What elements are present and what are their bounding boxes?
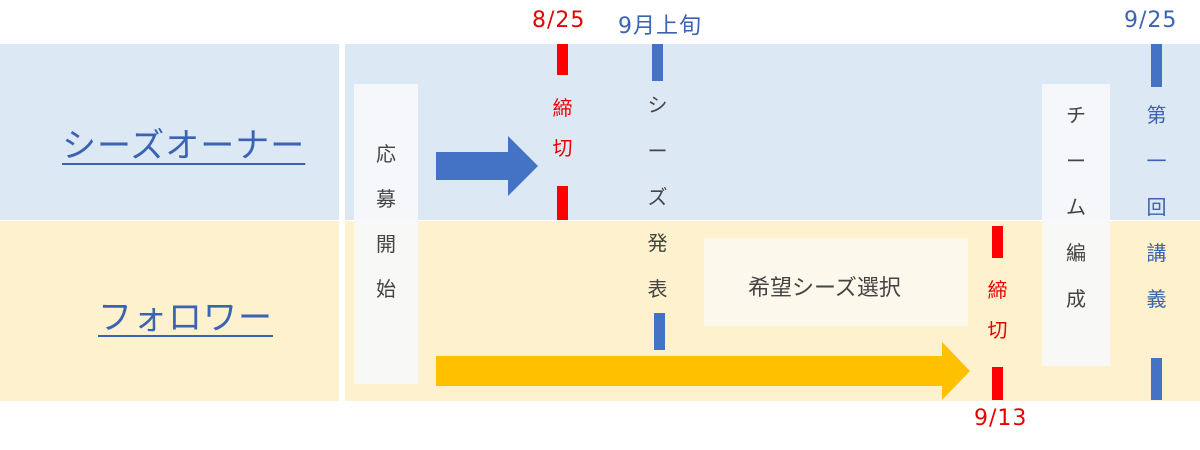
seeds-selection-label: 希望シーズ選択 [748, 276, 901, 301]
application-start-label: 応 募 開 始 [376, 142, 396, 301]
follower-deadline-bar-top [992, 226, 1003, 258]
seeds-announce-bar-top [652, 44, 663, 81]
owner-deadline-date: 8/25 [532, 8, 586, 33]
follower-label: フォロワー [98, 298, 273, 338]
follower-deadline-date: 9/13 [974, 406, 1028, 431]
seeds-owner-label: シーズオーナー [62, 126, 306, 166]
seeds-selection-panel [704, 238, 968, 326]
follower-deadline-bar-bottom [992, 367, 1003, 400]
seeds-announce-date: 9月上旬 [618, 14, 702, 39]
follower-deadline-label: 締 切 [987, 278, 1008, 342]
owner-deadline-bar-bottom [557, 186, 568, 220]
seeds-announcement-label: シ ー ズ 発 表 [647, 93, 668, 301]
seeds-owner-band [0, 44, 1200, 220]
follower-arrow [436, 342, 970, 400]
first-lecture-bar-bottom [1151, 358, 1162, 400]
seeds-announce-bar-bottom [654, 313, 665, 350]
owner-arrow [436, 136, 538, 196]
owner-deadline-label: 締 切 [552, 96, 573, 160]
first-lecture-bar-top [1151, 44, 1162, 87]
first-lecture-label: 第 一 回 講 義 [1146, 103, 1167, 311]
first-lecture-date: 9/25 [1124, 8, 1178, 33]
column-divider [339, 44, 345, 401]
owner-deadline-bar-top [557, 44, 568, 75]
application-start-panel [354, 84, 418, 384]
team-formation-label: チ ー ム 編 成 [1066, 103, 1086, 311]
team-formation-panel [1042, 84, 1110, 366]
